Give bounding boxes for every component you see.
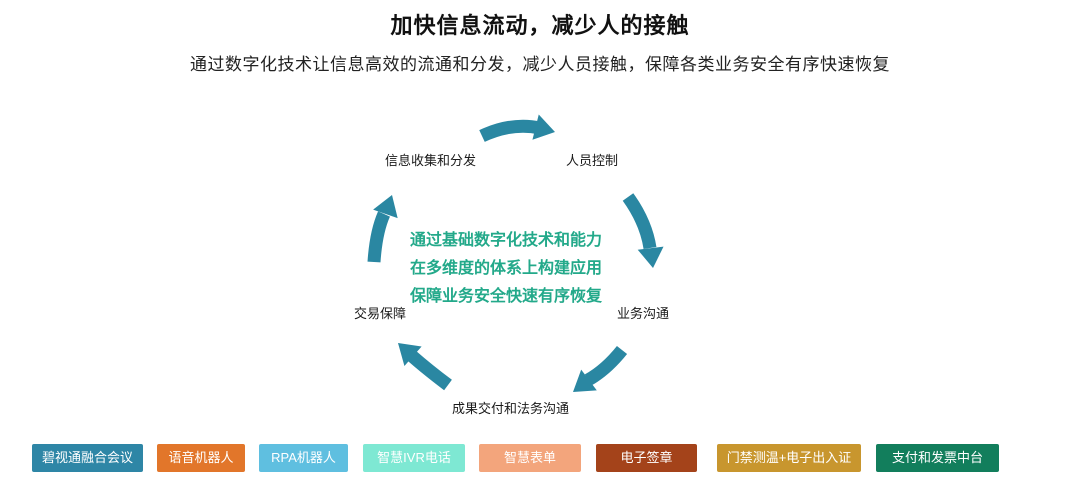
center-line-1: 通过基础数字化技术和能力: [410, 232, 603, 249]
cycle-node-delivery-legal: 成果交付和法务沟通: [452, 401, 570, 416]
arrow-right-upper: [622, 193, 664, 268]
center-line-3: 保障业务安全快速有序恢复: [410, 288, 603, 305]
tag-rpa-robot[interactable]: RPA机器人: [259, 444, 348, 472]
tag-access-temperature[interactable]: 门禁测温+电子出入证: [717, 444, 861, 472]
page-title: 加快信息流动，减少人的接触: [390, 13, 690, 38]
solution-tag-bar: 碧视通融合会议 语音机器人 RPA机器人 智慧IVR电话 智慧表单 电子签章 门…: [0, 444, 1080, 474]
cycle-node-info-collection: 信息收集和分发: [385, 153, 477, 168]
cycle-arrows: [367, 114, 664, 392]
page-subtitle: 通过数字化技术让信息高效的流通和分发，减少人员接触，保障各类业务安全有序快速恢复: [190, 55, 890, 74]
cycle-node-transaction-guarantee: 交易保障: [354, 306, 407, 321]
tag-payment-invoice[interactable]: 支付和发票中台: [876, 444, 999, 472]
tag-smart-ivr[interactable]: 智慧IVR电话: [363, 444, 465, 472]
arrow-top: [479, 114, 555, 142]
cycle-node-business-communication: 业务沟通: [617, 306, 670, 321]
tag-e-signature[interactable]: 电子签章: [596, 444, 697, 472]
tag-smart-form[interactable]: 智慧表单: [479, 444, 581, 472]
arrow-left-upper: [367, 195, 398, 263]
tag-voice-robot[interactable]: 语音机器人: [157, 444, 245, 472]
cycle-node-personnel-control: 人员控制: [566, 153, 619, 168]
arrow-right-lower: [573, 345, 628, 392]
tag-video-conference[interactable]: 碧视通融合会议: [32, 444, 143, 472]
arrow-left-lower: [398, 343, 452, 391]
center-line-2: 在多维度的体系上构建应用: [410, 260, 603, 277]
cycle-center-text: 通过基础数字化技术和能力 在多维度的体系上构建应用 保障业务安全快速有序恢复: [410, 227, 602, 311]
